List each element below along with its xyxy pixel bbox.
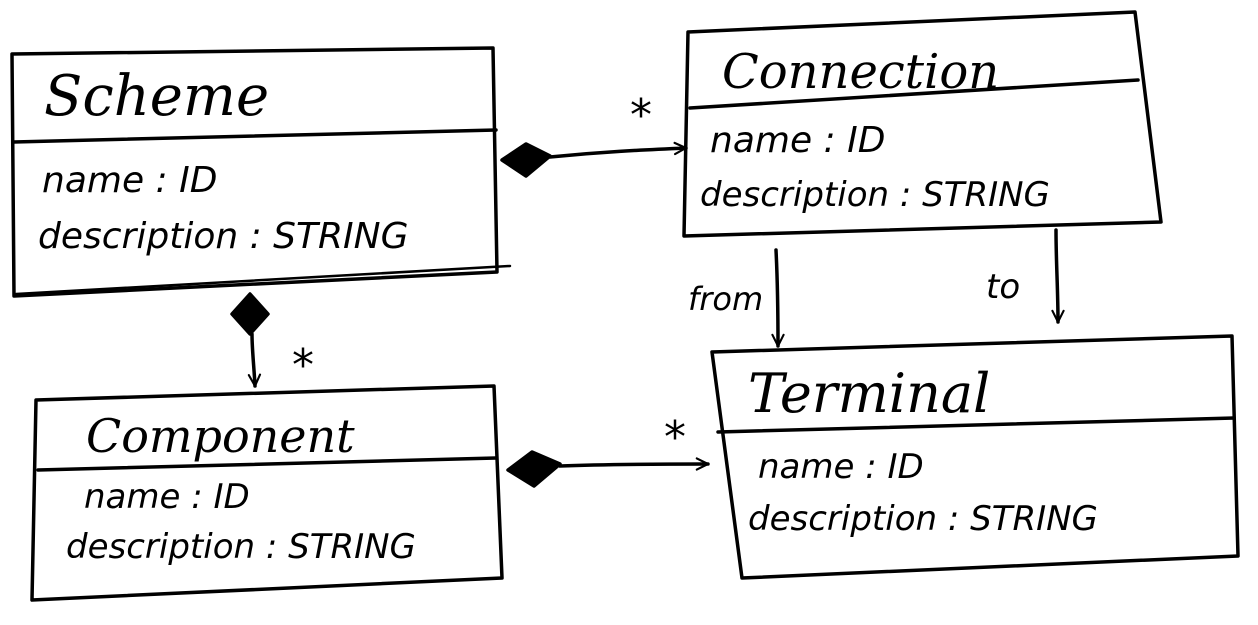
attribute-component-description: description : STRING <box>66 527 416 567</box>
class-divider-scheme-bottom <box>14 264 512 296</box>
class-terminal <box>710 334 1240 580</box>
class-name-connection: Connection <box>722 44 999 100</box>
attribute-scheme-name: name : ID <box>42 160 217 201</box>
class-name-component: Component <box>86 409 355 463</box>
association-scheme-connection <box>500 141 688 178</box>
association-line-to <box>1051 228 1065 324</box>
class-name-terminal: Terminal <box>748 362 990 425</box>
class-box-terminal <box>710 334 1240 580</box>
class-scheme <box>10 46 512 298</box>
attribute-connection-description: description : STRING <box>700 175 1050 215</box>
multiplicity-scheme-connection: * <box>630 90 652 141</box>
association-line-from <box>771 248 785 348</box>
attribute-connection-name: name : ID <box>710 120 885 161</box>
class-connection <box>682 10 1163 238</box>
attribute-component-name: name : ID <box>84 477 250 517</box>
attribute-terminal-description: description : STRING <box>748 499 1098 539</box>
class-box-scheme <box>10 46 499 298</box>
multiplicity-scheme-component: * <box>292 340 314 391</box>
association-line-scheme-connection <box>548 141 688 159</box>
association-scheme-component <box>230 292 270 388</box>
association-connection-terminal-to <box>1051 228 1065 324</box>
association-connection-terminal-from <box>771 248 785 348</box>
class-divider-scheme <box>12 128 498 144</box>
class-component <box>30 384 504 602</box>
class-name-scheme: Scheme <box>44 64 269 129</box>
association-line-scheme-component <box>247 332 262 388</box>
role-label-to: to <box>986 267 1020 307</box>
class-divider-connection <box>688 78 1140 110</box>
multiplicity-component-terminal: * <box>664 412 686 463</box>
association-component-terminal <box>506 450 710 488</box>
role-label-from: from <box>688 280 763 318</box>
class-divider-terminal <box>716 416 1236 434</box>
attribute-terminal-name: name : ID <box>758 447 924 487</box>
composition-diamond-scheme-connection <box>500 142 552 178</box>
composition-diamond-scheme-component <box>230 292 270 336</box>
class-box-component <box>30 384 504 602</box>
class-divider-component <box>36 456 498 472</box>
association-line-component-terminal <box>558 457 710 471</box>
attribute-scheme-description: description : STRING <box>38 216 408 257</box>
class-box-connection <box>682 10 1163 238</box>
composition-diamond-component-terminal <box>506 450 562 488</box>
